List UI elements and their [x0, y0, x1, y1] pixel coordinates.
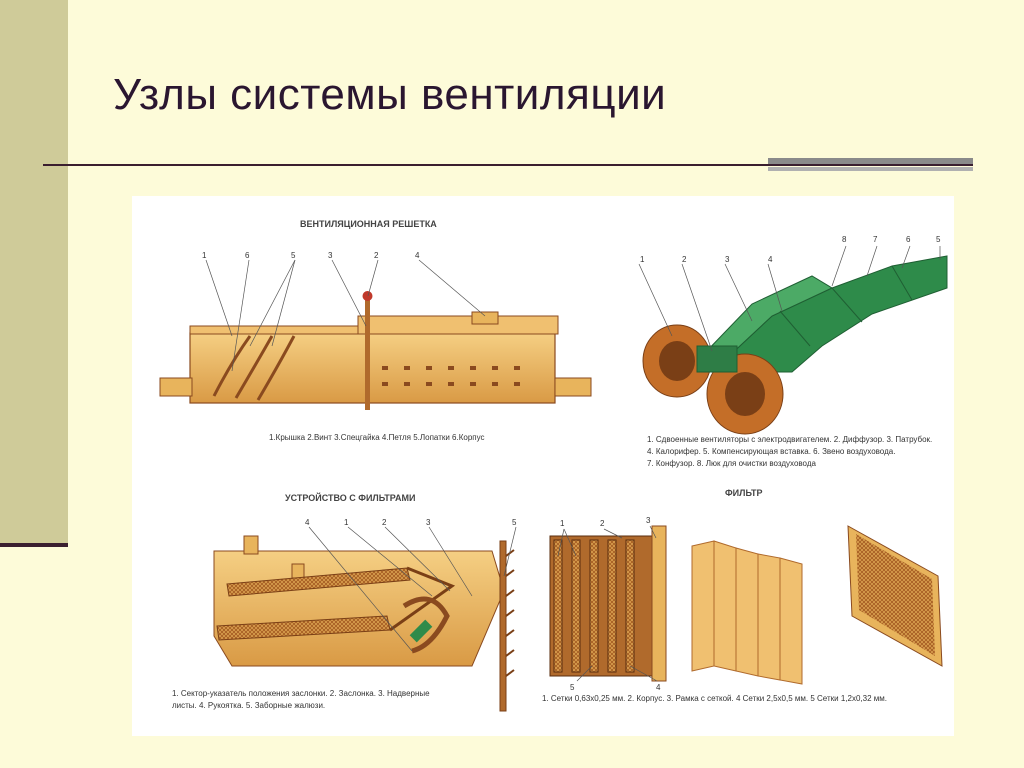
filter-cassette-top	[226, 567, 411, 597]
filter-device-body	[213, 550, 505, 667]
damper-handle	[409, 619, 433, 643]
title-rule	[43, 164, 973, 166]
ventilation-figure: ВЕНТИЛЯЦИОННАЯ РЕШЕТКА	[132, 196, 954, 736]
filter-device-section: УСТРОЙСТВО С ФИЛЬТРАМИ 4 1 2 3 5	[172, 492, 517, 712]
fan-label-4: 4	[768, 255, 773, 264]
grille-label-6: 6	[245, 251, 250, 260]
grille-label-1: 1	[202, 251, 207, 260]
fan-label-8: 8	[842, 235, 847, 244]
filter-device-label-5: 5	[512, 518, 517, 527]
electric-motor	[696, 345, 738, 373]
sidebar-underline	[0, 543, 68, 547]
fan-label-2: 2	[682, 255, 687, 264]
sidebar-decoration	[0, 0, 68, 545]
grille-caption: 1.Крышка 2.Винт 3.Спецгайка 4.Петля 5.Ло…	[269, 433, 485, 442]
grille-left-tab	[159, 377, 193, 397]
filter-label-5: 5	[570, 683, 575, 692]
filter-heading: ФИЛЬТР	[725, 488, 763, 498]
slide-title: Узлы системы вентиляции	[113, 70, 667, 119]
filter-label-4: 4	[656, 683, 661, 692]
fan-unit-section: 1 2 3 4 8 7 6 5 1. Сдвоенные вентиляторы…	[638, 235, 948, 468]
accent-bars	[768, 158, 973, 176]
pleated-mesh	[691, 540, 803, 685]
filter-device-label-2: 2	[382, 518, 387, 527]
grille-label-2: 2	[374, 251, 379, 260]
filter-cross-section	[549, 535, 663, 677]
damper-sector	[402, 596, 450, 654]
fan-label-6: 6	[906, 235, 911, 244]
grille-label-3: 3	[328, 251, 333, 260]
grille-label-4: 4	[415, 251, 420, 260]
filter-label-2: 2	[600, 519, 605, 528]
filter-label-1: 1	[560, 519, 565, 528]
filter-device-heading: УСТРОЙСТВО С ФИЛЬТРАМИ	[285, 492, 415, 503]
filter-device-label-4: 4	[305, 518, 310, 527]
filter-device-caption-line-1: 1. Сектор-указатель положения заслонки. …	[172, 689, 430, 698]
fan-label-5: 5	[936, 235, 941, 244]
grille-heading: ВЕНТИЛЯЦИОННАЯ РЕШЕТКА	[300, 219, 437, 229]
fan-label-1: 1	[640, 255, 645, 264]
fan-caption-line-2: 4. Калорифер. 5. Компенсирующая вставка.…	[647, 447, 895, 456]
filter-device-label-3: 3	[426, 518, 431, 527]
grille-right-tab	[554, 377, 592, 397]
grille-label-5: 5	[291, 251, 296, 260]
filter-label-3: 3	[646, 516, 651, 525]
screw-part	[365, 292, 370, 410]
grille-top-raised	[357, 315, 559, 335]
grille-slots	[382, 366, 520, 386]
fan-caption-line-1: 1. Сдвоенные вентиляторы с электродвигат…	[647, 435, 932, 444]
filter-device-label-1: 1	[344, 518, 349, 527]
grille-section: ВЕНТИЛЯЦИОННАЯ РЕШЕТКА	[159, 219, 592, 442]
fan-label-7: 7	[873, 235, 878, 244]
screw-head	[362, 291, 373, 301]
filter-caption: 1. Сетки 0,63х0,25 мм. 2. Корпус. 3. Рам…	[542, 694, 887, 703]
filter-section: ФИЛЬТР 1 2 3 5	[542, 488, 943, 703]
filter-device-caption-line-2: листы. 4. Рукоятка. 5. Заборные жалюзи.	[172, 701, 325, 710]
hinge-part	[471, 311, 499, 325]
intake-louvre	[499, 540, 507, 712]
fan-caption-line-3: 7. Конфузор. 8. Люк для очистки воздухов…	[647, 459, 817, 468]
fan-label-3: 3	[725, 255, 730, 264]
